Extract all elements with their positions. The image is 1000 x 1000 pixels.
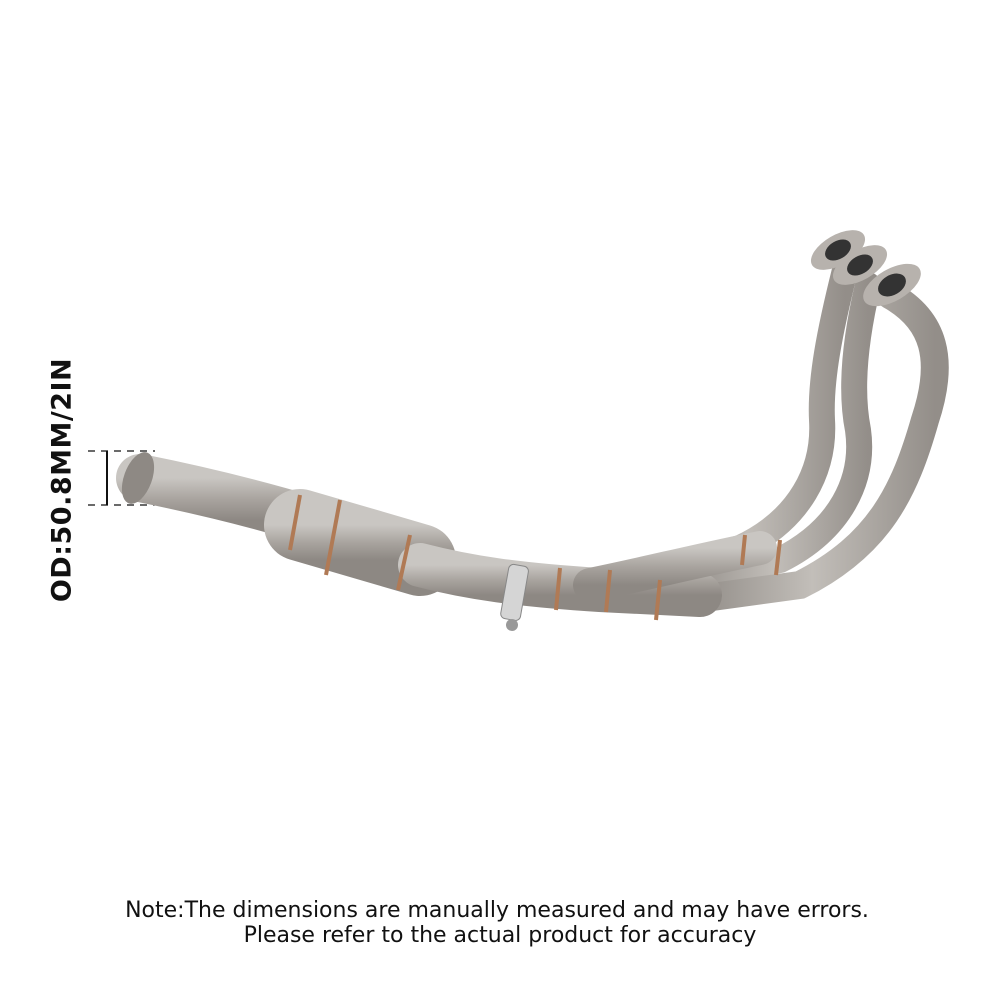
header-flanges: [810, 230, 921, 307]
header-pipes: [637, 257, 949, 614]
dimension-marker: [88, 450, 155, 506]
mid-pipe: [116, 454, 777, 617]
note-line-1: Note:The dimensions are manually measure…: [125, 898, 869, 923]
note-line-2: Please refer to the actual product for a…: [243, 923, 757, 948]
pipe-outlet: [121, 452, 155, 504]
weld-rings: [288, 494, 782, 621]
pipe-clamp: [500, 563, 529, 631]
outer-diameter-label: OD:50.8MM/2IN: [46, 357, 78, 603]
